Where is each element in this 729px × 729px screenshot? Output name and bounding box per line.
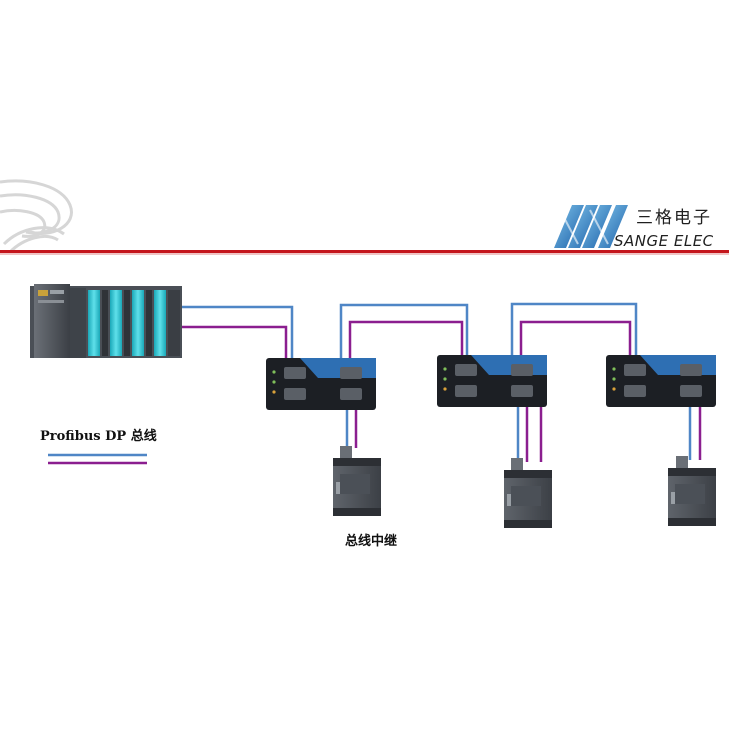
repeater-icon bbox=[437, 355, 547, 407]
bus-line-purple bbox=[182, 320, 702, 462]
io-module-icon bbox=[333, 446, 381, 516]
plc-rack-icon bbox=[30, 284, 182, 358]
corner-swirl-icon bbox=[0, 179, 73, 254]
brand-logo-icon bbox=[554, 205, 628, 248]
repeater-icon bbox=[266, 358, 376, 410]
bus-line-blue bbox=[182, 302, 692, 462]
repeater-caption: 总线中继 bbox=[345, 534, 398, 549]
header-rule-shadow bbox=[0, 253, 729, 255]
brand-name-cn: 三格电子 bbox=[636, 208, 712, 228]
header-rule bbox=[0, 250, 729, 253]
brand-name-en: SANGE ELEC bbox=[614, 232, 714, 250]
repeater-icon bbox=[606, 355, 716, 407]
io-module-icon bbox=[668, 456, 716, 526]
legend-title: Profibus DP 总线 bbox=[40, 429, 157, 444]
io-module-icon bbox=[504, 458, 552, 528]
